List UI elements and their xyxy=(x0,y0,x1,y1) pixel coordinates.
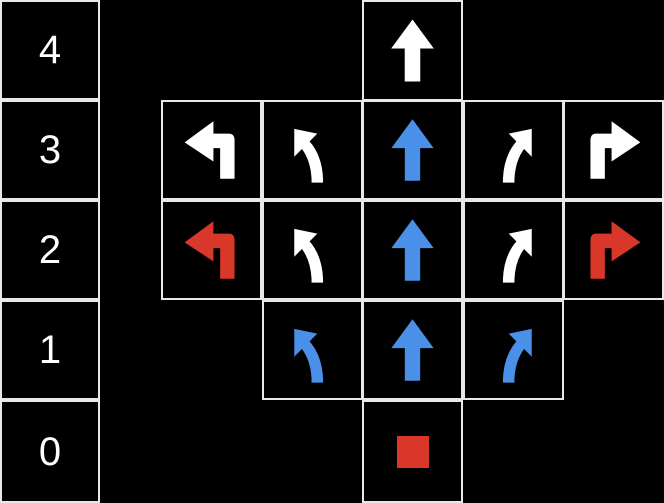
arrow-up-straight-icon xyxy=(391,19,434,82)
grid-cell-straight-r3c2[interactable] xyxy=(362,100,463,200)
arrow-turn-right-icon xyxy=(590,221,641,279)
grid-cell-turn-left-r2c0[interactable] xyxy=(161,200,262,300)
row-index-label: 2 xyxy=(0,200,100,300)
arrow-up-straight-icon xyxy=(391,119,434,181)
grid-cell-slight-left-r3c1[interactable] xyxy=(262,100,363,200)
arrow-slight-right-icon xyxy=(502,128,532,183)
row-index-label: 3 xyxy=(0,100,100,200)
grid-cell-slight-right-r1c3[interactable] xyxy=(463,300,564,400)
arrow-slight-left-icon xyxy=(294,328,324,383)
grid-cell-slight-right-r3c3[interactable] xyxy=(463,100,564,200)
grid-cell-straight-r1c2[interactable] xyxy=(362,300,463,400)
grid-cell-straight-r2c2[interactable] xyxy=(362,200,463,300)
grid-cell-turn-right-r3c4[interactable] xyxy=(563,100,664,200)
row-index-label: 1 xyxy=(0,300,100,400)
row-index-label: 0 xyxy=(0,400,100,503)
arrow-up-straight-icon xyxy=(391,219,434,281)
row-index-label: 4 xyxy=(0,0,100,100)
arrow-slight-left-icon xyxy=(294,128,324,183)
grid-cell-turn-left-r3c0[interactable] xyxy=(161,100,262,200)
arrow-up-straight-icon xyxy=(391,319,434,381)
arrow-slight-right-icon xyxy=(502,228,532,283)
grid-cell-slight-left-r1c1[interactable] xyxy=(262,300,363,400)
grid-cell-turn-right-r2c4[interactable] xyxy=(563,200,664,300)
stop-square-icon xyxy=(396,435,429,468)
arrow-turn-left-icon xyxy=(184,121,235,179)
arrow-slight-right-icon xyxy=(502,328,532,383)
grid-cell-slight-right-r2c3[interactable] xyxy=(463,200,564,300)
grid-cell-slight-left-r2c1[interactable] xyxy=(262,200,363,300)
arrow-turn-left-icon xyxy=(184,221,235,279)
arrow-slight-left-icon xyxy=(294,228,324,283)
grid-cell-stop-r0c2[interactable] xyxy=(362,400,463,503)
arrow-turn-right-icon xyxy=(590,121,641,179)
grid-cell-straight-r4c2[interactable] xyxy=(362,0,463,101)
